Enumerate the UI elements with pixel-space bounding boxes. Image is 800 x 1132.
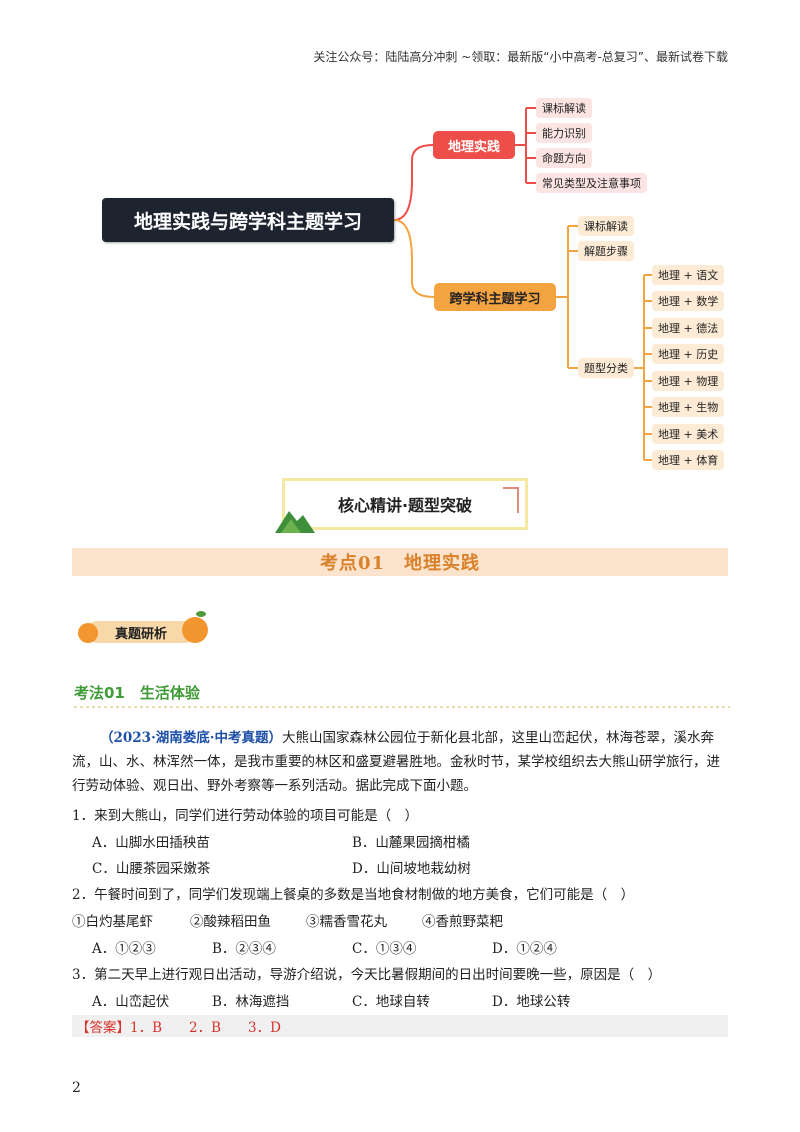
dotted-divider <box>74 706 730 708</box>
mind-map-connectors <box>393 107 652 461</box>
core-title-text: 核心精讲·题型突破 <box>337 496 473 515</box>
orange-icon <box>78 623 98 643</box>
real-exam-badge: 真题研析 <box>78 611 208 647</box>
leaf-types: 常见类型及注意事项 <box>536 173 647 193</box>
question-2-option-c: C．①③④ <box>352 941 417 957</box>
question-2-item-2: ②酸辣稻田鱼 <box>190 914 271 930</box>
sub-leaf-chinese: 地理 + 语文 <box>652 265 725 285</box>
question-1-stem: 1．来到大熊山，同学们进行劳动体验的项目可能是（ ） <box>72 808 419 824</box>
mind-map: 地理实践与跨学科主题学习 地理实践 课标解读 能力识别 命题方向 常见类型及注意… <box>0 0 800 470</box>
leaf-icon <box>196 611 206 617</box>
question-3-option-b: B．林海遮挡 <box>212 994 290 1010</box>
question-1-option-b: B．山麓果园摘柑橘 <box>352 835 470 851</box>
leaf-classification: 题型分类 <box>578 358 634 378</box>
question-2-item-1: ①白灼基尾虾 <box>72 914 153 930</box>
leaf-curriculum: 课标解读 <box>536 98 592 118</box>
question-1-option-c: C．山腰茶园采嫩茶 <box>92 861 211 877</box>
question-2-item-4: ④香煎野菜粑 <box>422 914 503 930</box>
sub-leaf-art: 地理 + 美术 <box>652 424 725 444</box>
core-section-title: 核心精讲·题型突破 <box>275 478 528 533</box>
sub-leaf-morality: 地理 + 德法 <box>652 318 725 338</box>
leaf-steps: 解题步骤 <box>578 241 634 261</box>
mountain-icon <box>275 511 315 533</box>
question-2-option-a: A．①②③ <box>92 941 156 957</box>
question-2-option-d: D．①②④ <box>492 941 557 957</box>
passage-text: 大熊山国家森林公园位于新化县北部，这里山峦起伏，林海苍翠，溪水奔流，山、水、林浑… <box>72 730 720 794</box>
passage-source: （2023·湖南娄底·中考真题） <box>100 730 282 746</box>
leaf-ability: 能力识别 <box>536 123 592 143</box>
answer-bar: 【答案】1．B 2．B 3．D <box>72 1015 728 1037</box>
sub-leaf-math: 地理 + 数学 <box>652 291 725 311</box>
connector-root-branch1 <box>393 144 434 221</box>
header-note: 关注公众号：陆陆高分冲刺 ~领取：最新版“小中高考-总复习”、最新试卷下载 <box>313 50 728 64</box>
orange-icon <box>182 617 208 643</box>
question-3-stem: 3．第二天早上进行观日出活动，导游介绍说，今天比暑假期间的日出时间要晚一些，原因… <box>72 967 662 983</box>
branch-geo-practice: 地理实践 <box>433 131 515 159</box>
sub-leaf-biology: 地理 + 生物 <box>652 397 725 417</box>
method-title: 考法01 生活体验 <box>74 682 730 708</box>
question-3-option-d: D．地球公转 <box>492 994 571 1010</box>
badge-label: 真题研析 <box>86 621 196 643</box>
question-1-option-d: D．山间坡地栽幼树 <box>352 861 471 877</box>
question-2-option-b: B．②③④ <box>212 941 276 957</box>
branch-interdisciplinary: 跨学科主题学习 <box>434 283 556 311</box>
question-2-item-3: ③糯香雪花丸 <box>306 914 387 930</box>
leaf-direction: 命题方向 <box>536 148 592 168</box>
question-2-stem: 2．午餐时间到了，同学们发现端上餐桌的多数是当地食材制做的地方美食，它们可能是（… <box>72 887 635 903</box>
connector-root-branch2 <box>393 219 435 298</box>
sub-leaf-history: 地理 + 历史 <box>652 344 725 364</box>
sub-leaf-physics: 地理 + 物理 <box>652 371 725 391</box>
question-3-option-a: A．山峦起伏 <box>92 994 170 1010</box>
page-number: 2 <box>72 1080 81 1096</box>
question-1-option-a: A．山脚水田插秧苗 <box>92 835 210 851</box>
leaf-curriculum-2: 课标解读 <box>578 216 634 236</box>
question-3-option-c: C．地球自转 <box>352 994 430 1010</box>
exam-point-banner: 考点01 地理实践 <box>72 548 728 576</box>
sub-leaf-pe: 地理 + 体育 <box>652 450 725 470</box>
passage: （2023·湖南娄底·中考真题）大熊山国家森林公园位于新化县北部，这里山峦起伏，… <box>72 726 730 798</box>
mindmap-root: 地理实践与跨学科主题学习 <box>102 198 394 242</box>
